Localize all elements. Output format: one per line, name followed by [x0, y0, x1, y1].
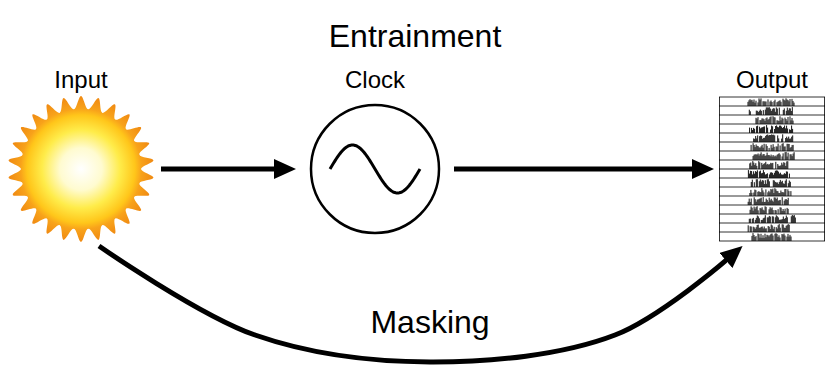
node-label: Output — [736, 66, 808, 94]
node-label: Clock — [345, 66, 405, 94]
node-label: Input — [54, 66, 107, 94]
acto-node: Output — [718, 66, 826, 244]
actogram-grid — [719, 97, 825, 241]
arrow-connector — [454, 167, 694, 172]
arrow-connector — [161, 167, 276, 172]
pathway-label: Entrainment — [329, 18, 502, 54]
sun-rays — [9, 96, 154, 242]
clock-node: Clock — [300, 66, 450, 244]
edge-label: Masking — [366, 304, 493, 340]
sun-node: Input — [5, 66, 157, 244]
actogram-activity — [748, 98, 795, 241]
sun-disc — [21, 109, 141, 229]
sine-wave — [330, 145, 420, 193]
clock-shape — [300, 94, 450, 244]
sun-shape — [5, 94, 157, 244]
clock-circle — [311, 105, 439, 233]
arrow-connector — [99, 246, 727, 362]
acto-shape — [719, 94, 825, 244]
